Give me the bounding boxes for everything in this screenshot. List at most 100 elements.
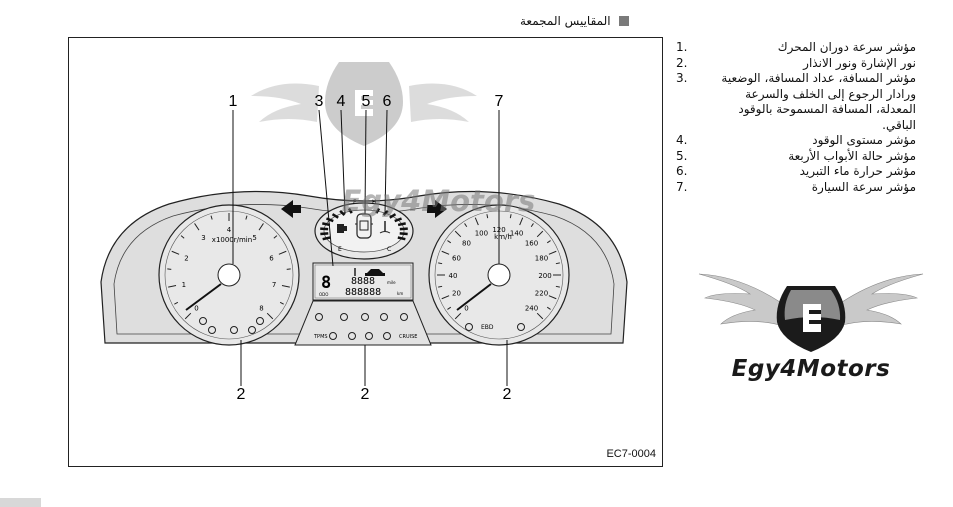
callout-lines xyxy=(232,109,508,386)
speed-tick-label: 180 xyxy=(535,254,548,262)
callout-number: 1 xyxy=(229,93,238,110)
fuel-warning-icon xyxy=(365,332,373,340)
turn-left-arrow-icon xyxy=(281,200,301,218)
speed-tick xyxy=(546,306,551,310)
legend-item: مؤشر حرارة ماء التبريد 6. xyxy=(676,164,916,180)
speed-tick xyxy=(464,223,468,228)
tach-tick-label: 1 xyxy=(182,281,186,289)
speed-tick xyxy=(548,295,557,300)
airbag-icon xyxy=(380,313,388,321)
legend-item: مؤشر مستوى الوقود 4. xyxy=(676,133,916,149)
tach-tick xyxy=(184,312,192,320)
speed-tick-label: 20 xyxy=(452,290,461,298)
battery-icon xyxy=(208,326,216,334)
legend-text: مؤشر المسافة، عداد المسافة، الوضعية وراد… xyxy=(721,71,916,132)
warning-icons xyxy=(199,313,525,340)
section-header: المقاييس المجمعة xyxy=(520,12,670,30)
seatbelt-icon xyxy=(340,313,348,321)
tach-tick xyxy=(279,301,284,305)
tach-tick xyxy=(258,223,264,231)
glow-plug-icon xyxy=(248,326,256,334)
fuel-segment xyxy=(322,222,331,227)
ebd-label: EBD xyxy=(481,324,494,331)
fuel-high-label: F xyxy=(353,199,357,206)
fuel-segment xyxy=(331,213,339,219)
tach-tick-label: 8 xyxy=(259,305,263,313)
speed-tick xyxy=(546,240,551,244)
section-title: المقاييس المجمعة xyxy=(520,14,611,28)
tach-tick xyxy=(278,250,287,255)
speedometer-needle xyxy=(456,283,492,311)
lcd-total-unit: km xyxy=(397,291,403,296)
coolant-temp-segments xyxy=(375,207,408,241)
fuel-pump-icon xyxy=(337,224,347,233)
lcd-total-value: 888888 xyxy=(345,287,381,298)
tachometer-needle xyxy=(185,283,222,311)
tach-tick-label: 4 xyxy=(227,226,232,234)
legend-text: مؤشر حرارة ماء التبريد xyxy=(799,164,916,178)
brand-name: Egy4Motors xyxy=(731,356,891,382)
tpms-label: TPMS xyxy=(313,334,328,340)
door-open-icon xyxy=(199,317,207,325)
watermark-brand-text: Egy4Motors xyxy=(341,184,536,218)
speed-tick xyxy=(555,285,560,288)
callout-number: 2 xyxy=(237,386,246,403)
temp-segment xyxy=(399,232,408,236)
temp-segment xyxy=(382,209,389,216)
legend-number: 4. xyxy=(676,133,688,147)
legend-number: 1. xyxy=(676,40,688,54)
speed-tick xyxy=(536,312,544,320)
temp-segment xyxy=(397,236,406,241)
lcd-trip-value: 8888 xyxy=(351,276,375,287)
tach-tick xyxy=(180,235,185,239)
speed-tick-label: 0 xyxy=(464,305,468,313)
speed-tick xyxy=(447,306,452,310)
speed-tick xyxy=(555,262,560,265)
tach-tick xyxy=(266,312,274,320)
speed-tick-label: 160 xyxy=(525,239,538,247)
callout-number: 4 xyxy=(337,93,346,110)
temp-segment xyxy=(389,213,397,219)
legend-number: 6. xyxy=(676,164,688,178)
legend-number: 2. xyxy=(676,55,688,70)
turn-right-arrow-icon xyxy=(427,200,447,218)
callout-number: 7 xyxy=(495,93,504,110)
tach-tick xyxy=(210,215,213,220)
speed-tick xyxy=(438,285,443,288)
speed-tick-label: 220 xyxy=(535,290,548,298)
warning-light-panel xyxy=(294,300,432,346)
tach-tick xyxy=(194,223,200,231)
tach-tick-label: 6 xyxy=(269,254,274,262)
fuel-level-segments xyxy=(320,207,353,241)
legend-number: 3. xyxy=(676,71,688,85)
legend-number: 7. xyxy=(676,179,688,194)
speedometer-unit: km/h xyxy=(494,233,512,241)
lcd-trip-unit: mile xyxy=(387,280,396,285)
parking-brake-icon xyxy=(517,323,525,331)
speed-tick xyxy=(474,217,479,226)
fuel-segment xyxy=(320,232,329,236)
speed-tick-label: 200 xyxy=(538,272,551,280)
tach-tick xyxy=(273,235,278,239)
speed-tick xyxy=(454,312,462,320)
legend-text: مؤشر مستوى الوقود xyxy=(812,133,916,147)
fuel-segment xyxy=(347,207,353,214)
brand-emblem-icon: E xyxy=(698,273,924,352)
legend-text: مؤشر حالة الأبواب الأربعة xyxy=(788,148,916,163)
abs-warning-icon xyxy=(465,323,473,331)
high-beam-icon xyxy=(400,313,408,321)
speed-tick xyxy=(438,262,443,265)
tach-tick xyxy=(171,250,180,255)
speed-tick-label: 40 xyxy=(449,272,458,280)
tach-tick-label: 3 xyxy=(201,234,205,242)
temp-segment xyxy=(394,217,402,223)
callout-number: 2 xyxy=(361,386,370,403)
speed-tick xyxy=(486,214,489,219)
legend-item: مؤشر المسافة، عداد المسافة، الوضعية وراد… xyxy=(676,71,916,133)
speed-tick xyxy=(519,217,524,226)
door-status-icon xyxy=(355,213,373,239)
temp-segment xyxy=(375,207,381,214)
